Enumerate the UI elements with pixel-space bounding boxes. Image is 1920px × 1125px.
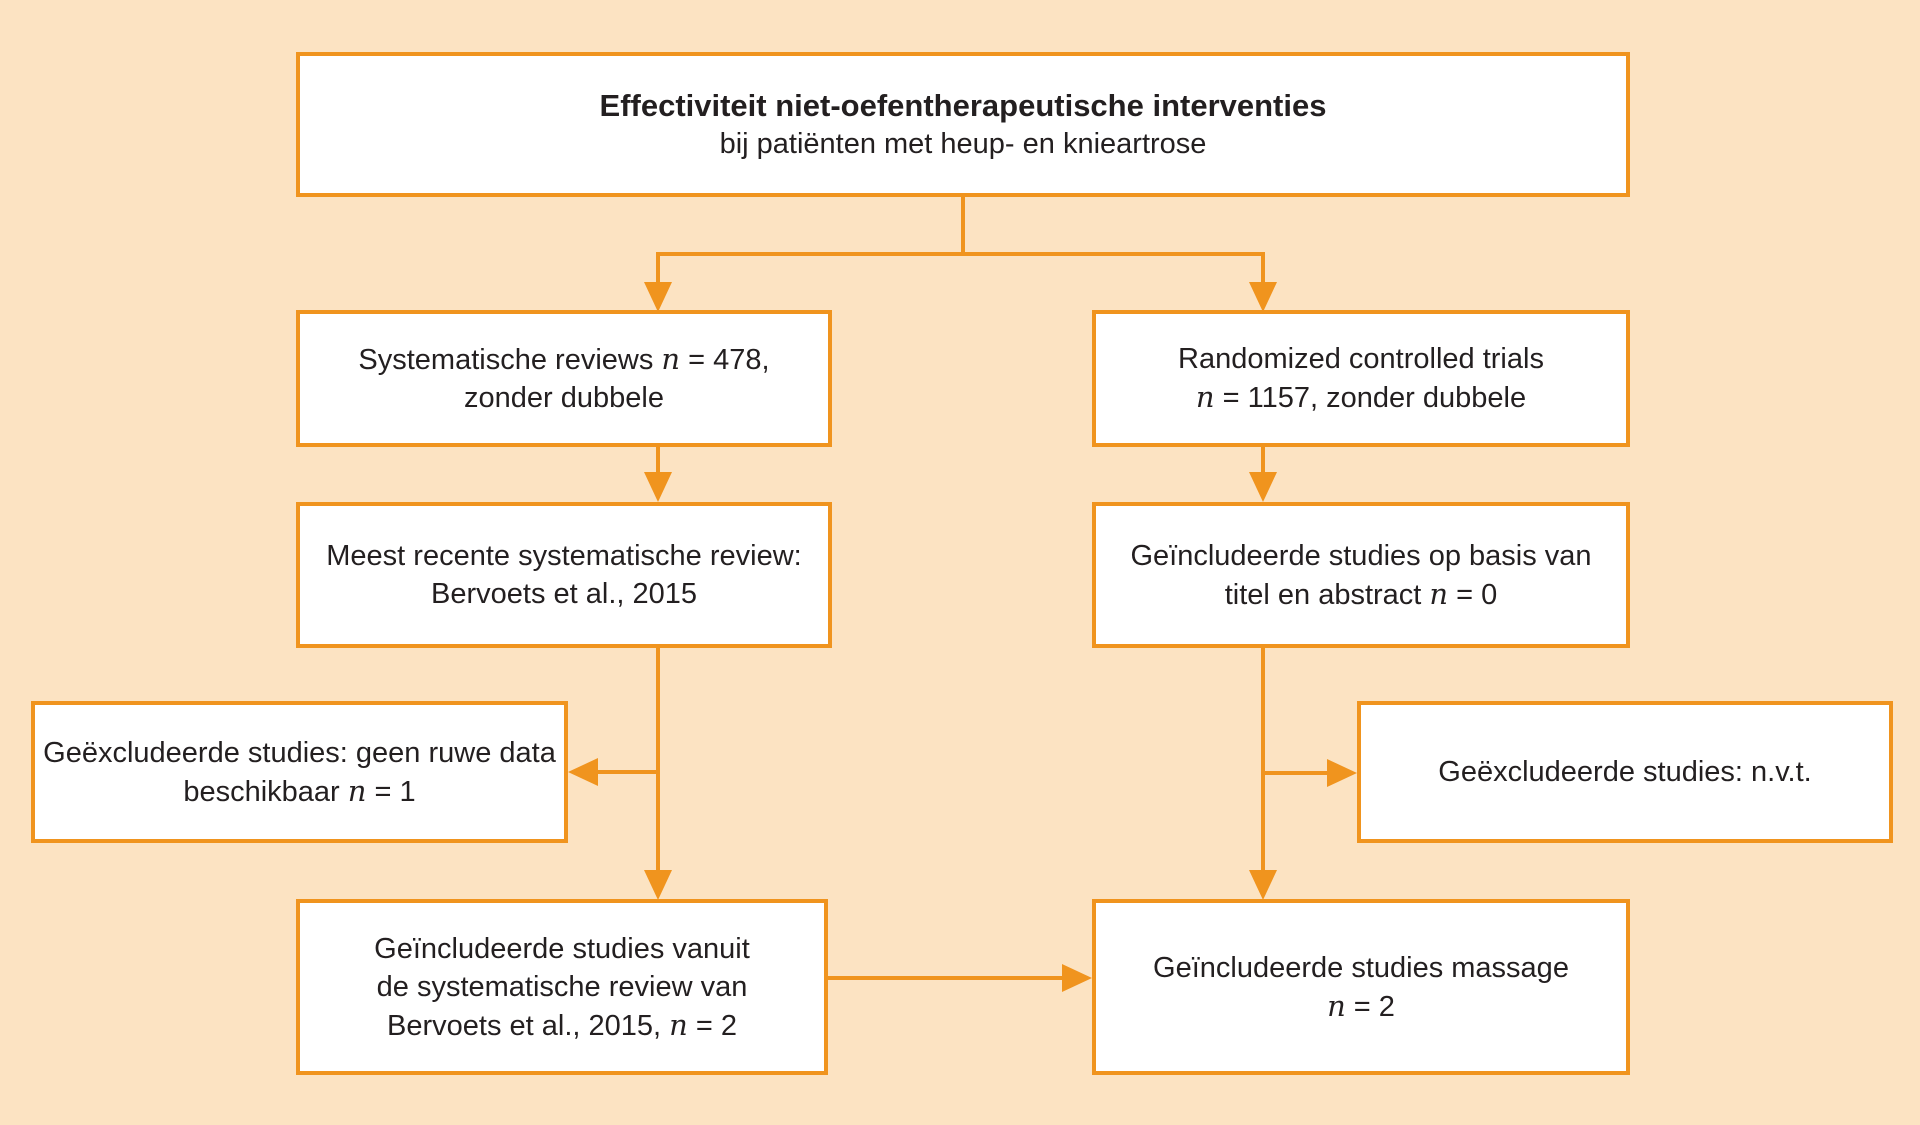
connector-left-exclusion-branch xyxy=(596,770,658,774)
connector-right-drop xyxy=(1261,252,1265,284)
box-text-line: n = 1157, zonder dubbele xyxy=(1196,378,1526,417)
arrow-down-icon xyxy=(1249,870,1277,900)
text-segment: = 1157, zonder dubbele xyxy=(1214,382,1527,414)
box-excluded-nvt: Geëxcludeerde studies: n.v.t. xyxy=(1357,701,1893,843)
connector-rct-to-included xyxy=(1261,447,1265,474)
flowchart-subtitle: bij patiënten met heup- en knieartrose xyxy=(719,127,1207,160)
text-segment: = 0 xyxy=(1448,578,1498,611)
arrow-right-icon xyxy=(1327,759,1357,787)
box-text-line: Geïncludeerde studies op basis van xyxy=(1130,539,1592,572)
arrow-left-icon xyxy=(568,758,598,786)
n-variable: n xyxy=(347,773,367,808)
box-included-title-abstract: Geïncludeerde studies op basis van titel… xyxy=(1092,502,1630,648)
text-segment: Systematische reviews xyxy=(358,344,662,376)
box-included-from-review: Geïncludeerde studies vanuit de systemat… xyxy=(296,899,828,1075)
connector-left-drop xyxy=(656,252,660,284)
box-text-line: Systematische reviews n = 478, xyxy=(358,340,769,379)
n-variable: n xyxy=(1429,576,1449,611)
flowchart-title: Effectiviteit niet-oefentherapeutische i… xyxy=(599,87,1327,123)
connector-reviews-to-recent xyxy=(656,447,660,474)
arrow-down-icon xyxy=(644,472,672,502)
text-segment: = 2 xyxy=(687,1009,737,1042)
box-text-line: Bervoets et al., 2015 xyxy=(431,578,697,610)
n-variable: n xyxy=(1327,988,1346,1023)
box-text-line: Geïncludeerde studies vanuit xyxy=(374,932,750,965)
arrow-down-icon xyxy=(1249,472,1277,502)
connector-left-spine xyxy=(656,648,660,872)
text-segment: Bervoets et al., 2015, xyxy=(387,1009,670,1042)
text-segment: = 478, xyxy=(680,344,770,376)
box-included-massage: Geïncludeerde studies massage n = 2 xyxy=(1092,899,1630,1075)
box-systematic-reviews: Systematische reviews n = 478, zonder du… xyxy=(296,310,832,447)
box-randomized-controlled-trials: Randomized controlled trials n = 1157, z… xyxy=(1092,310,1630,447)
n-variable: n xyxy=(1195,380,1215,414)
box-text-line: Bervoets et al., 2015, n = 2 xyxy=(387,1006,737,1045)
text-segment: titel en abstract xyxy=(1224,578,1430,611)
box-excluded-no-raw-data: Geëxcludeerde studies: geen ruwe data be… xyxy=(31,701,568,843)
box-most-recent-review: Meest recente systematische review: Berv… xyxy=(296,502,832,648)
connector-top-stub xyxy=(961,197,965,256)
text-segment: = 2 xyxy=(1345,990,1395,1023)
arrow-down-icon xyxy=(1249,282,1277,312)
box-text-line: de systematische review van xyxy=(376,970,748,1003)
arrow-right-icon xyxy=(1062,964,1092,992)
connector-right-spine xyxy=(1261,648,1265,872)
box-text-line: titel en abstract n = 0 xyxy=(1225,575,1498,614)
box-text-line: Geëxcludeerde studies: geen ruwe data xyxy=(43,736,556,769)
arrow-down-icon xyxy=(644,282,672,312)
box-effectiveness-title: Effectiviteit niet-oefentherapeutische i… xyxy=(296,52,1630,197)
box-text-line: zonder dubbele xyxy=(464,382,664,414)
box-text-line: Geïncludeerde studies massage xyxy=(1153,951,1569,984)
connector-bottom-horizontal xyxy=(828,976,1062,980)
n-variable: n xyxy=(669,1007,688,1042)
text-segment: = 1 xyxy=(366,775,416,808)
box-text-line: beschikbaar n = 1 xyxy=(183,772,415,811)
n-variable: n xyxy=(661,342,681,376)
box-text-line: Geëxcludeerde studies: n.v.t. xyxy=(1438,756,1812,788)
connector-split-horizontal xyxy=(656,252,1265,256)
box-text-line: n = 2 xyxy=(1327,987,1395,1026)
arrow-down-icon xyxy=(644,870,672,900)
connector-right-exclusion-branch xyxy=(1263,771,1327,775)
box-text-line: Meest recente systematische review: xyxy=(326,540,802,572)
text-segment: beschikbaar xyxy=(183,775,348,808)
box-text-line: Randomized controlled trials xyxy=(1178,343,1544,375)
